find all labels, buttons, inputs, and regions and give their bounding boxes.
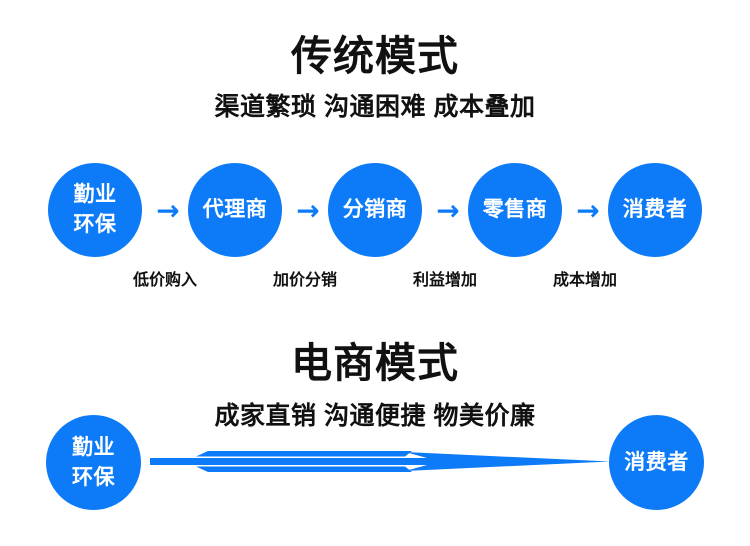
ecommerce-node-2[interactable]: 消费者 <box>609 415 704 510</box>
traditional-node-2[interactable]: 代理商 <box>188 163 282 257</box>
traditional-title: 传统模式 <box>291 33 459 79</box>
traditional-connector-1-icon: → <box>156 194 180 227</box>
traditional-caption-4: 成本增加 <box>552 272 617 289</box>
traditional-connector-4-icon: → <box>576 194 600 227</box>
traditional-node-3-line1: 分销商 <box>342 198 408 221</box>
traditional-node-1[interactable]: 勤业 环保 <box>48 163 142 257</box>
ecommerce-node-1-line2: 环保 <box>72 465 115 489</box>
traditional-caption-1: 低价购入 <box>132 272 197 289</box>
traditional-connector-2-icon: → <box>296 194 320 227</box>
traditional-node-1-line2: 环保 <box>73 213 117 236</box>
traditional-node-3[interactable]: 分销商 <box>328 163 422 257</box>
traditional-subtitle: 渠道繁琐 沟通困难 成本叠加 <box>214 93 536 121</box>
traditional-node-1-line1: 勤业 <box>73 183 117 206</box>
traditional-connector-3-icon: → <box>436 194 460 227</box>
traditional-node-4-line1: 零售商 <box>482 198 548 221</box>
traditional-caption-3: 利益增加 <box>412 272 477 289</box>
ecommerce-title: 电商模式 <box>291 340 459 386</box>
direct-sales-arrow-icon <box>150 451 610 472</box>
traditional-node-5[interactable]: 消费者 <box>608 163 702 257</box>
traditional-node-4[interactable]: 零售商 <box>468 163 562 257</box>
traditional-node-2-line1: 代理商 <box>202 198 268 221</box>
ecommerce-subtitle: 成家直销 沟通便捷 物美价廉 <box>214 402 536 430</box>
ecommerce-node-1-line1: 勤业 <box>72 435 115 459</box>
traditional-node-5-line1: 消费者 <box>622 198 688 221</box>
ecommerce-node-1[interactable]: 勤业 环保 <box>46 415 141 510</box>
ecommerce-node-2-line1: 消费者 <box>624 450 689 474</box>
traditional-caption-2: 加价分销 <box>272 272 337 289</box>
